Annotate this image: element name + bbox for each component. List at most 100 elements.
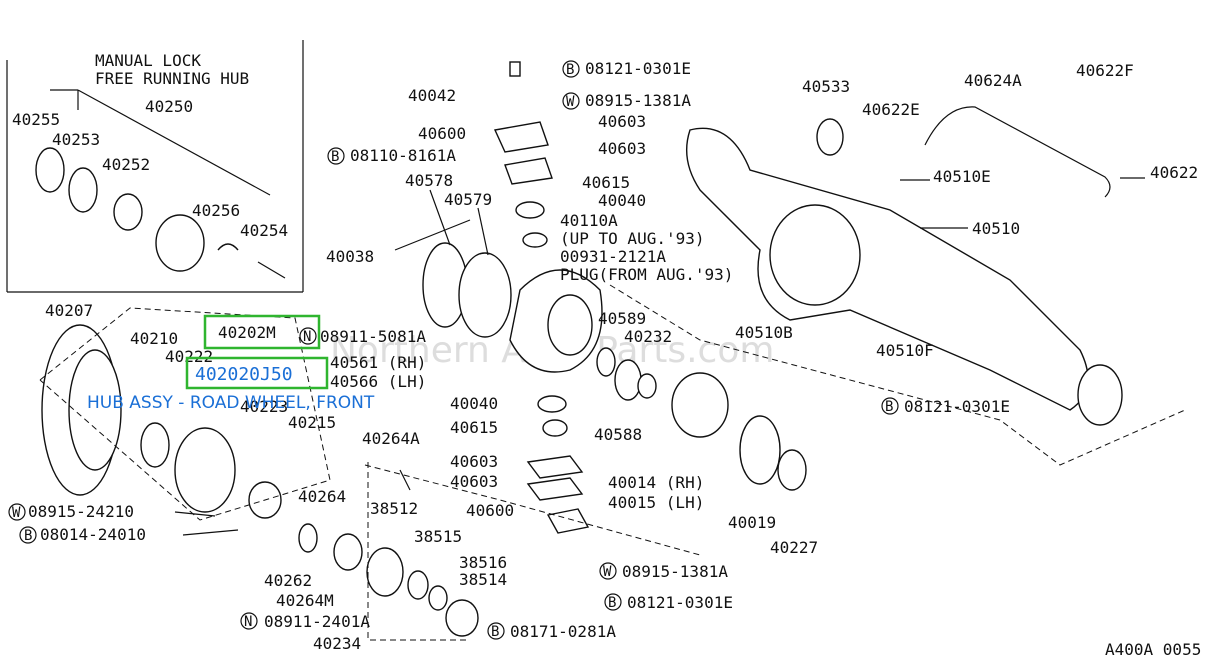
ring-40253 bbox=[68, 167, 98, 213]
label-40264: 40264 bbox=[298, 487, 346, 506]
label-40202M: 40202M bbox=[218, 323, 276, 342]
label-40256: 40256 bbox=[192, 201, 240, 220]
lower-left-group: 40264 38512 38515 38516 38514 40262 4026… bbox=[240, 462, 733, 653]
highlight-group: 40202M 402020J50 HUB ASSY - ROAD WHEEL, … bbox=[87, 314, 375, 413]
clip-40256 bbox=[217, 243, 239, 251]
label-40603-c: 40603 bbox=[450, 452, 498, 471]
label-08121-0301E-a: 08121-0301E bbox=[585, 59, 691, 78]
rotor-group: 40207 40210 40222 40223 40215 bbox=[39, 301, 336, 521]
label-08121-0301E-c: 08121-0301E bbox=[627, 593, 733, 612]
label-40040-a: 40040 bbox=[598, 191, 646, 210]
label-40264A: 40264A bbox=[362, 429, 420, 448]
bolt-marker: B bbox=[24, 528, 32, 544]
label-40234: 40234 bbox=[313, 634, 361, 653]
bolt-marker: B bbox=[491, 624, 499, 640]
center-lower-group: 40589 40232 40040 40615 40588 40264A 406… bbox=[362, 309, 818, 557]
highlight-description: HUB ASSY - ROAD WHEEL, FRONT bbox=[87, 393, 375, 413]
label-40510B: 40510B bbox=[735, 323, 793, 342]
label-40588: 40588 bbox=[594, 425, 642, 444]
hub-40202M bbox=[174, 427, 236, 513]
label-40250: 40250 bbox=[145, 97, 193, 116]
label-40215: 40215 bbox=[288, 413, 336, 432]
label-40019: 40019 bbox=[728, 513, 776, 532]
label-40262: 40262 bbox=[264, 571, 312, 590]
label-38512: 38512 bbox=[370, 499, 418, 518]
label-40615-b: 40615 bbox=[450, 418, 498, 437]
label-40040-b: 40040 bbox=[450, 394, 498, 413]
label-38516: 38516 bbox=[459, 553, 507, 572]
washer-marker: W bbox=[603, 564, 612, 580]
label-40207: 40207 bbox=[45, 301, 93, 320]
washer-marker: W bbox=[12, 505, 21, 521]
kingpin-group: 40042 B 08121-0301E W 08915-1381A 40600 … bbox=[408, 59, 733, 284]
plate-40600 bbox=[493, 121, 549, 153]
label-40615-a: 40615 bbox=[582, 173, 630, 192]
label-40622: 40622 bbox=[1150, 163, 1198, 182]
bolt-marker: B bbox=[608, 595, 616, 611]
label-08171-0281A: 08171-0281A bbox=[510, 622, 616, 641]
label-40622F: 40622F bbox=[1076, 61, 1134, 80]
label-40253: 40253 bbox=[52, 130, 100, 149]
label-40232: 40232 bbox=[624, 327, 672, 346]
nut-marker: N bbox=[303, 329, 311, 345]
bolt-marker: B bbox=[566, 62, 574, 78]
label-08915-1381A-b: 08915-1381A bbox=[622, 562, 728, 581]
label-40264M: 40264M bbox=[276, 591, 334, 610]
label-08121-0301E-b: 08121-0301E bbox=[904, 397, 1010, 416]
label-40110A: 40110A bbox=[560, 211, 618, 230]
fastener-labels-left: W 08915-24210 B 08014-24010 bbox=[8, 502, 239, 544]
label-08915-1381A-a: 08915-1381A bbox=[585, 91, 691, 110]
label-40622E: 40622E bbox=[862, 100, 920, 119]
diagram-code: A400A 0055 bbox=[1105, 640, 1201, 659]
seal-40210 bbox=[140, 422, 170, 468]
washer-marker: W bbox=[566, 94, 575, 110]
plate-40600-b bbox=[546, 508, 590, 534]
label-40510: 40510 bbox=[972, 219, 1020, 238]
label-40600-b: 40600 bbox=[466, 501, 514, 520]
label-40579: 40579 bbox=[444, 190, 492, 209]
label-40603-d: 40603 bbox=[450, 472, 498, 491]
label-40014: 40014 (RH) bbox=[608, 473, 704, 492]
label-00931-2121A: 00931-2121A bbox=[560, 247, 666, 266]
label-40603-b: 40603 bbox=[598, 139, 646, 158]
label-40223: 40223 bbox=[240, 397, 288, 416]
nut-marker: N bbox=[244, 614, 252, 630]
highlight-box-40202M[interactable] bbox=[203, 314, 321, 350]
breather-hose-40622 bbox=[924, 106, 1111, 198]
label-40561: 40561 (RH) bbox=[330, 353, 426, 372]
inset-panel: MANUAL LOCK FREE RUNNING HUB 40255 40253… bbox=[6, 40, 304, 293]
inset-title-1: MANUAL LOCK bbox=[95, 51, 201, 70]
label-08911-5081A: 08911-5081A bbox=[320, 327, 426, 346]
label-40042: 40042 bbox=[408, 86, 456, 105]
cap-40234 bbox=[445, 599, 479, 637]
label-40252: 40252 bbox=[102, 155, 150, 174]
seal-40019 bbox=[739, 415, 781, 485]
axle-housing-group: 40533 40622E 40624A 40622F 40622 40510E … bbox=[609, 61, 1198, 466]
label-08911-2401A: 08911-2401A bbox=[264, 612, 370, 631]
inset-title-2: FREE RUNNING HUB bbox=[95, 69, 249, 88]
label-40015: 40015 (LH) bbox=[608, 493, 704, 512]
label-40566: 40566 (LH) bbox=[330, 372, 426, 391]
label-40222: 40222 bbox=[165, 347, 213, 366]
label-40510E: 40510E bbox=[933, 167, 991, 186]
label-40210: 40210 bbox=[130, 329, 178, 348]
spindle-40014 bbox=[671, 372, 729, 438]
highlight-box-402020J50[interactable] bbox=[185, 356, 329, 390]
label-40600-a: 40600 bbox=[418, 124, 466, 143]
label-40038: 40038 bbox=[326, 247, 374, 266]
label-40533: 40533 bbox=[802, 77, 850, 96]
seal-40255 bbox=[35, 147, 65, 193]
bolt-marker: B bbox=[885, 399, 893, 415]
ring-40227 bbox=[777, 449, 807, 491]
label-40227: 40227 bbox=[770, 538, 818, 557]
label-08014-24010: 08014-24010 bbox=[40, 525, 146, 544]
hub-40250 bbox=[155, 214, 205, 272]
label-40254: 40254 bbox=[240, 221, 288, 240]
clutch-40252 bbox=[113, 193, 143, 231]
bolt-marker: B bbox=[331, 149, 339, 165]
label-08915-24210: 08915-24210 bbox=[28, 502, 134, 521]
seal-40533 bbox=[816, 118, 844, 156]
axle-housing-40510 bbox=[685, 127, 1089, 411]
label-plug-from: PLUG(FROM AUG.'93) bbox=[560, 265, 733, 284]
